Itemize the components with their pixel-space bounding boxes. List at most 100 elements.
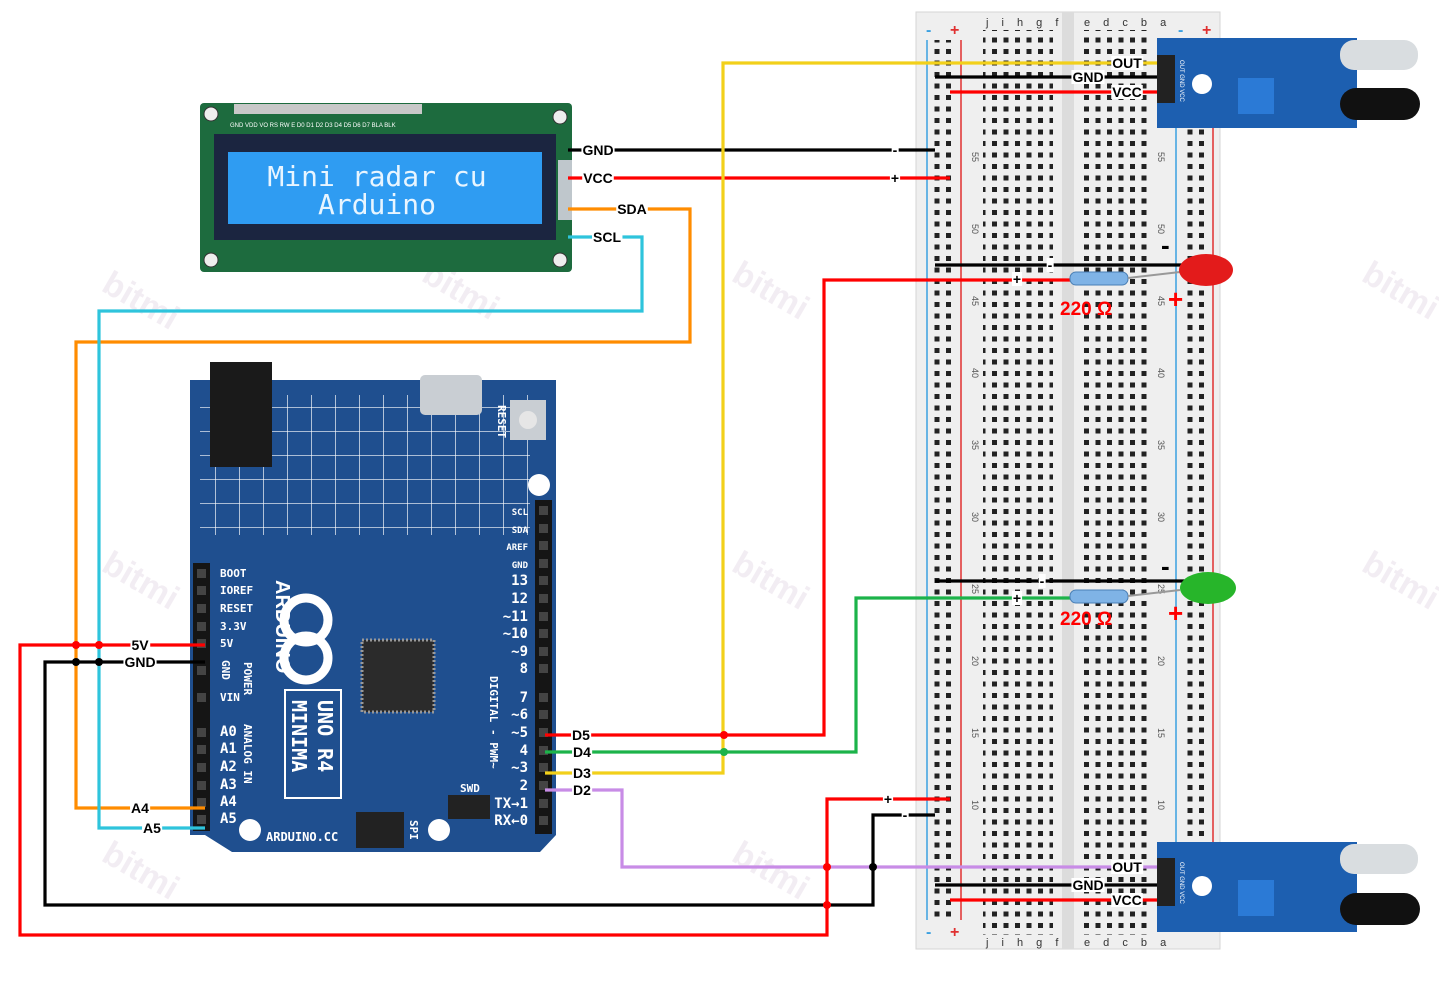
model-line-1: UNO R4 (313, 700, 337, 772)
watermark: bitmi (726, 834, 815, 908)
wire-label: VCC (1111, 892, 1143, 908)
header-pin[interactable] (539, 576, 548, 585)
header-pin[interactable] (539, 647, 548, 656)
pin-label-3: ~3 (511, 760, 528, 776)
header-pin[interactable] (197, 745, 206, 754)
junction-dot (95, 641, 103, 649)
power-label: POWER (241, 662, 254, 695)
wire-d3-sensor-top-out[interactable] (545, 61, 1160, 775)
wire-label: D3 (572, 765, 593, 781)
digital-label: DIGITAL - PWM~ (487, 676, 500, 769)
pin-label-a4: A4 (220, 794, 237, 810)
resistor-220-green[interactable] (1069, 589, 1129, 604)
wire-label: D5 (571, 727, 592, 743)
header-pin[interactable] (197, 815, 206, 824)
wire-label-bg (592, 230, 623, 244)
header-pin[interactable] (539, 629, 548, 638)
wire-label-text: GND (124, 654, 155, 670)
header-pin[interactable] (539, 594, 548, 603)
wire-label-bg (901, 808, 909, 822)
wire-label-bg (1111, 85, 1143, 99)
header-pin[interactable] (197, 569, 206, 578)
green-led[interactable] (1180, 572, 1236, 604)
header-pin[interactable] (197, 604, 206, 613)
header-pin[interactable] (197, 586, 206, 595)
microcontroller-chip (360, 638, 436, 714)
pin-label-7: 7 (520, 690, 528, 706)
header-pin[interactable] (539, 664, 548, 673)
led-lead (1127, 271, 1181, 279)
swd-label: SWD (460, 782, 480, 795)
header-pin[interactable] (197, 666, 206, 675)
wire-label: A4 (130, 800, 151, 816)
header-pin[interactable] (539, 541, 548, 550)
red-led[interactable] (1179, 254, 1233, 286)
mount-hole (552, 109, 568, 125)
wire-5v[interactable] (18, 643, 950, 937)
pin-label-ioref: IOREF (220, 584, 253, 597)
junction-dot (823, 901, 831, 909)
wire-label-text: GND (1072, 877, 1103, 893)
header-pin[interactable] (539, 559, 548, 568)
junction-dot (720, 748, 728, 756)
wire-label-text: - (1048, 257, 1053, 273)
header-pin[interactable] (539, 506, 548, 515)
header-pin[interactable] (197, 622, 206, 631)
header-pin[interactable] (197, 693, 206, 702)
header-pin[interactable] (539, 612, 548, 621)
wire-label: + (889, 170, 901, 186)
red-resistor-label: 220 Ω (1060, 299, 1112, 320)
row-number: 55 (1156, 152, 1166, 162)
resistor-220-red[interactable] (1069, 271, 1129, 286)
pin-label-4: 4 (520, 743, 528, 759)
wire-label-text: + (1013, 271, 1021, 287)
wire-label-text: A4 (131, 800, 149, 816)
column-letters: j i h g f (985, 937, 1063, 949)
potentiometer[interactable] (1238, 880, 1274, 916)
sensor-header (1157, 55, 1175, 103)
rail-minus-label: - (926, 22, 931, 39)
header-pin[interactable] (539, 728, 548, 737)
junction-dot (72, 641, 80, 649)
mount-hole (239, 819, 261, 841)
green-resistor-label: 220 Ω (1060, 609, 1112, 630)
wire-label-text: + (884, 791, 892, 807)
wire-label: D4 (572, 744, 593, 760)
row-number: 35 (1156, 440, 1166, 450)
terminal-holes-left (983, 30, 1053, 935)
pin-label-vin: VIN (220, 691, 240, 704)
potentiometer[interactable] (1238, 78, 1274, 114)
wire-label-text: VCC (1112, 892, 1142, 908)
wire-label-text: VCC (1112, 84, 1142, 100)
header-pin[interactable] (539, 693, 548, 702)
wire-scl-a5[interactable] (97, 235, 644, 830)
header-pin[interactable] (539, 710, 548, 719)
header-pin[interactable] (539, 781, 548, 790)
watermark: bitmi (726, 254, 815, 328)
wire-label: - (891, 142, 899, 158)
header-pin[interactable] (539, 763, 548, 772)
wire-d5-red-led[interactable] (545, 278, 1075, 737)
header-pin[interactable] (197, 763, 206, 772)
wire-label-text: D2 (573, 782, 591, 798)
row-number: 40 (1156, 368, 1166, 378)
wire-label: + (1011, 271, 1023, 287)
header-pin[interactable] (539, 816, 548, 825)
wire-label-bg (572, 783, 593, 797)
wire-d4-green-led[interactable] (545, 596, 1075, 754)
reset-button-cap[interactable] (519, 411, 537, 429)
header-pin[interactable] (539, 746, 548, 755)
watermark: bitmi (1356, 544, 1439, 618)
wire-gnd[interactable] (43, 660, 935, 907)
wire-label-bg (1011, 591, 1023, 605)
header-pin[interactable] (539, 799, 548, 808)
header-pin[interactable] (539, 524, 548, 533)
rail-minus-label: - (926, 924, 931, 941)
header-pin[interactable] (197, 728, 206, 737)
wire-label-bg (572, 745, 593, 759)
header-pin[interactable] (197, 781, 206, 790)
header-pin[interactable] (197, 798, 206, 807)
row-number: 45 (970, 296, 980, 306)
pin-label-sda: SDA (512, 526, 529, 536)
wire-label-text: SDA (617, 201, 647, 217)
